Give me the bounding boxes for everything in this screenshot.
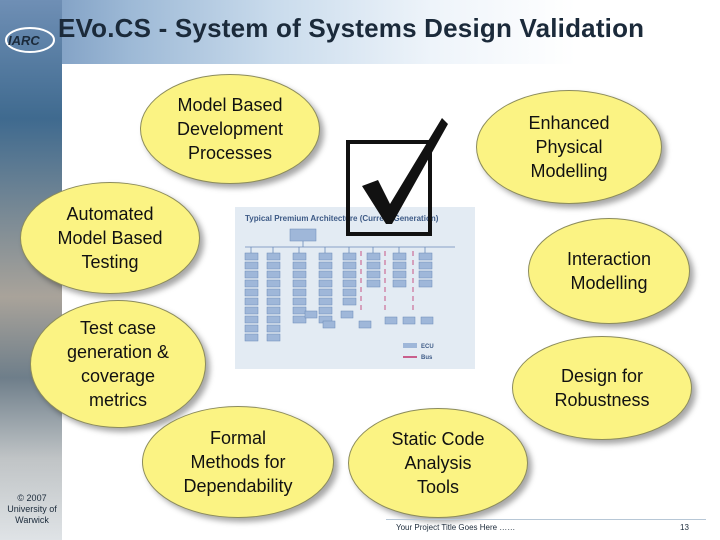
- oval-model-based-development: Model Based Development Processes: [140, 74, 320, 184]
- ecu-lower-3: [358, 320, 372, 329]
- ecu-box-2-6: [292, 306, 307, 315]
- footer-rule: [386, 519, 706, 520]
- ecu-box-0-5: [244, 297, 259, 306]
- ecu-box-7-3: [418, 279, 433, 288]
- ecu-box-2-2: [292, 270, 307, 279]
- ecu-box-0-8: [244, 324, 259, 333]
- checkmark-icon: [346, 118, 448, 236]
- ecu-box-0-9: [244, 333, 259, 342]
- ecu-box-2-1: [292, 261, 307, 270]
- ecu-box-4-1: [342, 261, 357, 270]
- iarc-logo: IARC: [5, 27, 55, 53]
- ecu-box-7-0: [418, 252, 433, 261]
- oval-test-case-generation: Test case generation & coverage metrics: [30, 300, 206, 428]
- ecu-box-1-5: [266, 297, 281, 306]
- ecu-right-1: [402, 316, 416, 325]
- ecu-box-0-6: [244, 306, 259, 315]
- ecu-box-1-3: [266, 279, 281, 288]
- oval-static-code-analysis: Static Code Analysis Tools: [348, 408, 528, 518]
- ecu-box-1-2: [266, 270, 281, 279]
- ecu-box-5-2: [366, 270, 381, 279]
- ecu-box-7-2: [418, 270, 433, 279]
- ecu-right-0: [384, 316, 398, 325]
- ecu-box-1-1: [266, 261, 281, 270]
- ecu-box-0-0: [244, 252, 259, 261]
- ecu-box-2-5: [292, 297, 307, 306]
- legend-ecu-swatch: [403, 343, 417, 348]
- legend-ecu: ECU: [421, 344, 434, 350]
- ecu-box-1-9: [266, 333, 281, 342]
- diagram-heading: Typical Premium Architecture (Current Ge…: [245, 214, 439, 223]
- ecu-box-4-0: [342, 252, 357, 261]
- ecu-lower-2: [340, 310, 354, 319]
- ecu-network: [244, 228, 455, 342]
- ecu-box-4-4: [342, 288, 357, 297]
- logo-text: IARC: [8, 33, 40, 48]
- ecu-box-0-4: [244, 288, 259, 297]
- oval-enhanced-physical-modelling: Enhanced Physical Modelling: [476, 90, 662, 204]
- ecu-box-3-5: [318, 297, 333, 306]
- copyright-note: © 2007 University of Warwick: [0, 493, 64, 526]
- ecu-box-3-2: [318, 270, 333, 279]
- ecu-box-3-0: [318, 252, 333, 261]
- ecu-lower-0: [304, 310, 318, 319]
- ecu-box-6-2: [392, 270, 407, 279]
- ecu-box-6-1: [392, 261, 407, 270]
- ecu-box-1-6: [266, 306, 281, 315]
- ecu-box-1-0: [266, 252, 281, 261]
- ecu-box-3-4: [318, 288, 333, 297]
- ecu-right-2: [420, 316, 434, 325]
- ecu-box-2-0: [292, 252, 307, 261]
- ecu-box-7-1: [418, 261, 433, 270]
- ecu-box-4-2: [342, 270, 357, 279]
- legend-bus: Bus: [421, 355, 433, 361]
- ecu-lower-1: [322, 320, 336, 329]
- oval-automated-testing: Automated Model Based Testing: [20, 182, 200, 294]
- oval-formal-methods: Formal Methods for Dependability: [142, 406, 334, 518]
- oval-interaction-modelling: Interaction Modelling: [528, 218, 690, 324]
- ecu-box-6-0: [392, 252, 407, 261]
- ecu-box-0-7: [244, 315, 259, 324]
- ecu-box-2-4: [292, 288, 307, 297]
- copyright-text: © 2007 University of Warwick: [7, 493, 57, 525]
- ecu-box-2-3: [292, 279, 307, 288]
- ecu-box-6-3: [392, 279, 407, 288]
- ecu-box-1-8: [266, 324, 281, 333]
- ecu-box-3-3: [318, 279, 333, 288]
- oval-design-for-robustness: Design for Robustness: [512, 336, 692, 440]
- ecu-box-0-3: [244, 279, 259, 288]
- ecu-box-0-1: [244, 261, 259, 270]
- ecu-box-0-2: [244, 270, 259, 279]
- ecu-box-5-3: [366, 279, 381, 288]
- ecu-box-2-7: [292, 315, 307, 324]
- slide-title: EVo.CS - System of Systems Design Valida…: [58, 13, 645, 43]
- page-number: 13: [680, 523, 689, 532]
- gateway-ecu: [289, 228, 317, 242]
- ecu-box-4-5: [342, 297, 357, 306]
- ecu-box-5-0: [366, 252, 381, 261]
- ecu-box-5-1: [366, 261, 381, 270]
- ecu-box-1-4: [266, 288, 281, 297]
- footer-title: Your Project Title Goes Here ……: [396, 523, 516, 532]
- ecu-box-3-1: [318, 261, 333, 270]
- title-band: [0, 0, 720, 64]
- ecu-box-4-3: [342, 279, 357, 288]
- ecu-box-3-6: [318, 306, 333, 315]
- ecu-box-1-7: [266, 315, 281, 324]
